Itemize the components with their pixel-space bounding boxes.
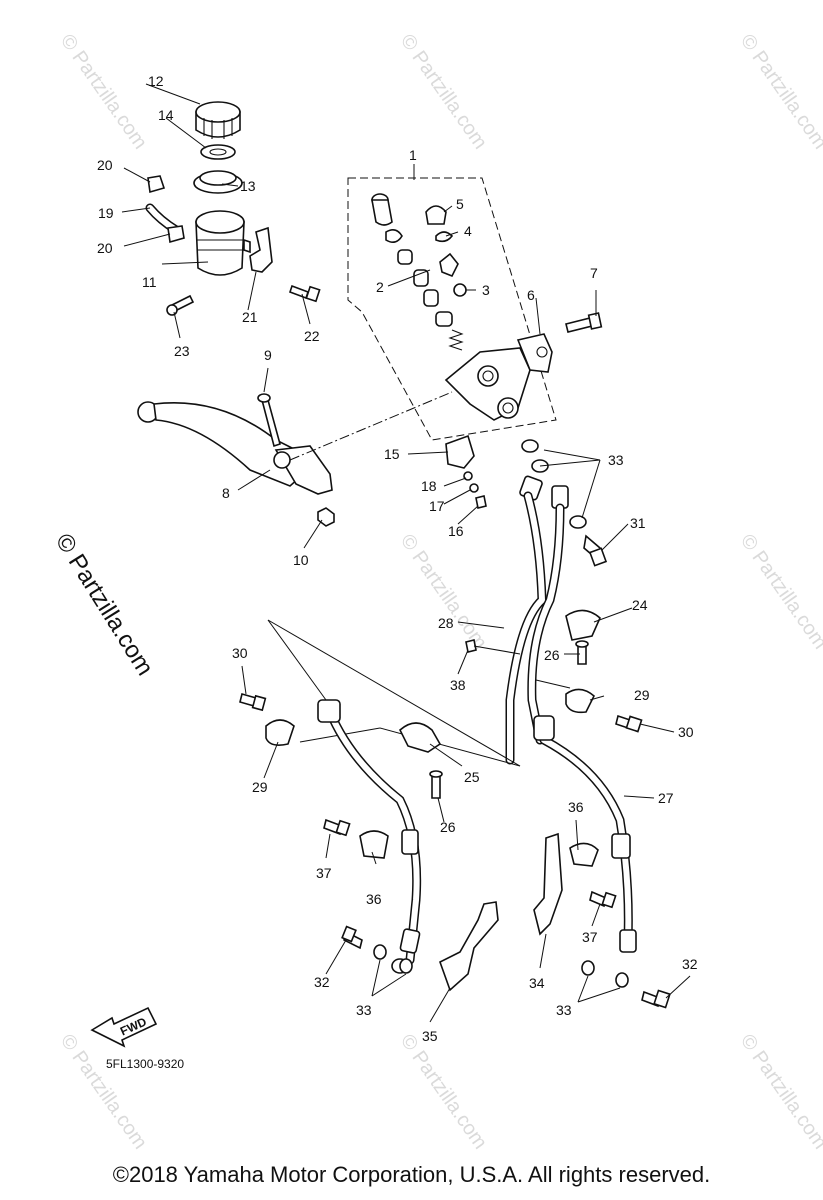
callout-30-left: 30 <box>232 645 248 661</box>
callout-12: 12 <box>148 73 164 89</box>
callout-9: 9 <box>264 347 272 363</box>
callout-36-left: 36 <box>366 891 382 907</box>
callout-20-bottom: 20 <box>97 240 113 256</box>
callout-33-top: 33 <box>608 452 624 468</box>
callout-2: 2 <box>376 279 384 295</box>
callout-19: 19 <box>98 205 114 221</box>
callout-labels: 1 2 3 4 5 6 7 8 9 10 11 12 13 14 15 16 1… <box>97 73 698 1044</box>
callout-36-right: 36 <box>568 799 584 815</box>
leader-lines <box>121 83 691 1023</box>
callout-28: 28 <box>438 615 454 631</box>
callout-6: 6 <box>527 287 535 303</box>
callout-7: 7 <box>590 265 598 281</box>
callout-29-right: 29 <box>634 687 650 703</box>
callout-22: 22 <box>304 328 320 344</box>
callout-16: 16 <box>448 523 464 539</box>
callout-21: 21 <box>242 309 258 325</box>
callout-3: 3 <box>482 282 490 298</box>
reservoir-group <box>145 101 321 316</box>
callout-5: 5 <box>456 196 464 212</box>
callout-37-left: 37 <box>316 865 332 881</box>
callout-33-left: 33 <box>356 1002 372 1018</box>
upper-hose-group <box>465 439 643 765</box>
diagram-code: 5FL1300-9320 <box>106 1057 184 1071</box>
callout-13: 13 <box>240 178 256 194</box>
callout-33-right: 33 <box>556 1002 572 1018</box>
callout-18: 18 <box>421 478 437 494</box>
callout-31: 31 <box>630 515 646 531</box>
callout-1: 1 <box>409 147 417 163</box>
watermark: © Partzilla.com <box>736 30 823 153</box>
fwd-arrow-icon: FWD <box>90 1006 158 1048</box>
brake-lever-group <box>137 391 453 527</box>
callout-34: 34 <box>529 975 545 991</box>
callout-32-left: 32 <box>314 974 330 990</box>
master-cylinder-group <box>347 177 603 441</box>
watermark-layer: © Partzilla.com © Partzilla.com © Partzi… <box>50 30 823 1153</box>
callout-10: 10 <box>293 552 309 568</box>
watermark: © Partzilla.com <box>736 1030 823 1153</box>
callout-20-top: 20 <box>97 157 113 173</box>
callout-17: 17 <box>429 498 445 514</box>
watermark-side: © Partzilla.com <box>50 529 159 680</box>
callout-26-right: 26 <box>544 647 560 663</box>
callout-4: 4 <box>464 223 472 239</box>
callout-8: 8 <box>222 485 230 501</box>
left-lower-hose-group <box>239 619 571 992</box>
watermark: © Partzilla.com <box>396 530 491 653</box>
callout-11: 11 <box>142 274 157 290</box>
callout-23: 23 <box>174 343 190 359</box>
callout-24: 24 <box>632 597 648 613</box>
callout-29-left: 29 <box>252 779 268 795</box>
callout-38: 38 <box>450 677 466 693</box>
callout-32-right: 32 <box>682 956 698 972</box>
callout-35: 35 <box>422 1028 438 1044</box>
callout-14: 14 <box>158 107 174 123</box>
watermark: © Partzilla.com <box>396 1030 491 1153</box>
watermark: © Partzilla.com <box>396 30 491 153</box>
watermark: © Partzilla.com <box>736 530 823 653</box>
watermark: © Partzilla.com <box>56 30 151 153</box>
copyright-footer: ©2018 Yamaha Motor Corporation, U.S.A. A… <box>112 1162 711 1187</box>
callout-25: 25 <box>464 769 480 785</box>
callout-27: 27 <box>658 790 674 806</box>
right-lower-hose-group <box>533 715 671 1009</box>
callout-37-right: 37 <box>582 929 598 945</box>
callout-30-right: 30 <box>678 724 694 740</box>
watermark: © Partzilla.com <box>56 1030 151 1153</box>
brake-switch-group <box>445 434 487 509</box>
callout-26-left: 26 <box>440 819 456 835</box>
callout-15: 15 <box>384 446 400 462</box>
